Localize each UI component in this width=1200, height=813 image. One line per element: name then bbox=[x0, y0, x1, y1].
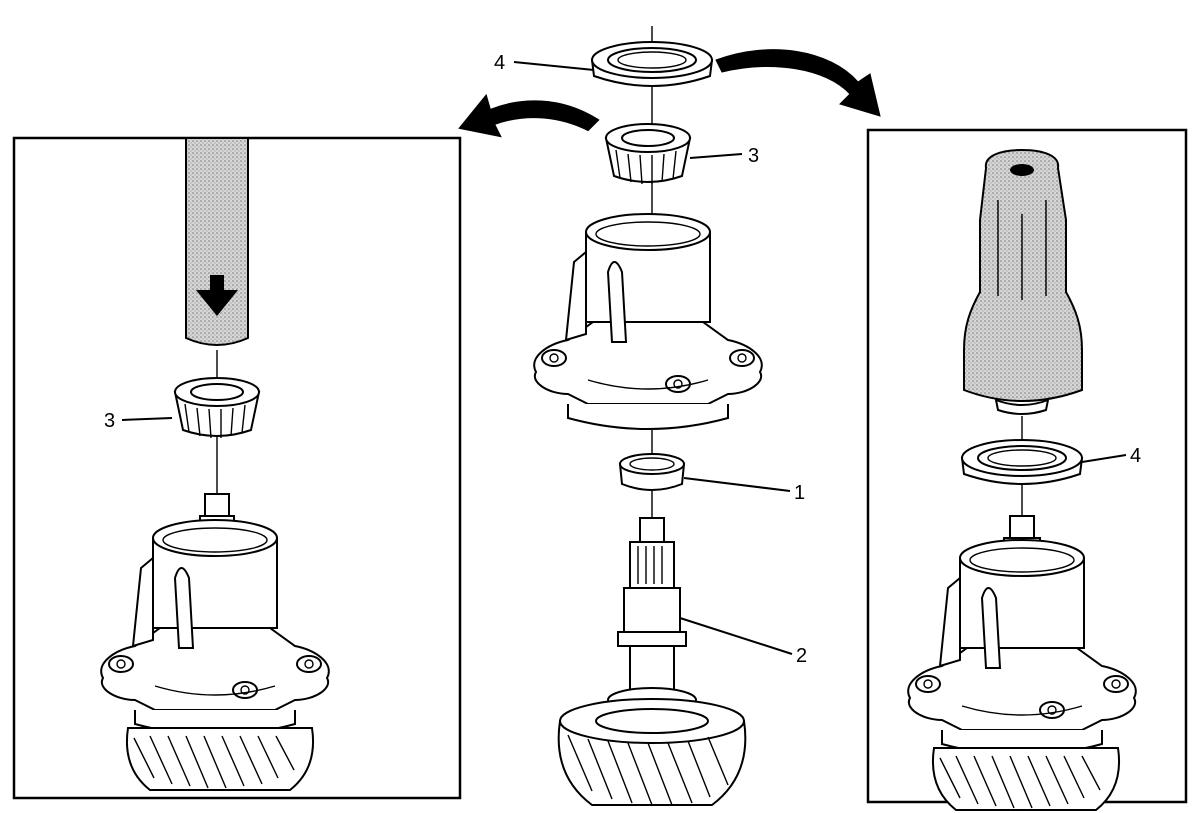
callout-3-center: 3 bbox=[748, 145, 759, 167]
callout-3-left: 3 bbox=[104, 410, 115, 432]
pinion-gear bbox=[125, 727, 315, 791]
pinion-housing bbox=[533, 213, 763, 430]
seal-installer-tool bbox=[963, 148, 1083, 415]
callout-1: 1 bbox=[794, 482, 805, 504]
right-panel-seal-install: 4 bbox=[866, 128, 1188, 811]
pinion-housing bbox=[100, 519, 330, 736]
left-panel-bearing-install: 3 bbox=[12, 136, 462, 800]
bearing-cone bbox=[174, 377, 260, 439]
callout-4-center: 4 bbox=[494, 52, 505, 74]
oil-seal bbox=[591, 41, 713, 87]
down-arrow-icon bbox=[196, 275, 238, 316]
center-exploded-view: 4 3 1 2 bbox=[458, 26, 881, 806]
bearing-race bbox=[618, 453, 686, 491]
pinion-gear bbox=[557, 698, 747, 806]
oil-seal bbox=[961, 439, 1083, 485]
bearing-cone bbox=[605, 123, 691, 185]
pinion-housing bbox=[907, 539, 1137, 756]
pinion-gear bbox=[931, 747, 1121, 811]
pinion-shaft bbox=[607, 517, 697, 713]
callout-2: 2 bbox=[796, 645, 807, 667]
curved-arrow-left-icon bbox=[458, 93, 600, 138]
callout-4-right: 4 bbox=[1130, 445, 1141, 467]
curved-arrow-right-icon bbox=[715, 49, 881, 117]
